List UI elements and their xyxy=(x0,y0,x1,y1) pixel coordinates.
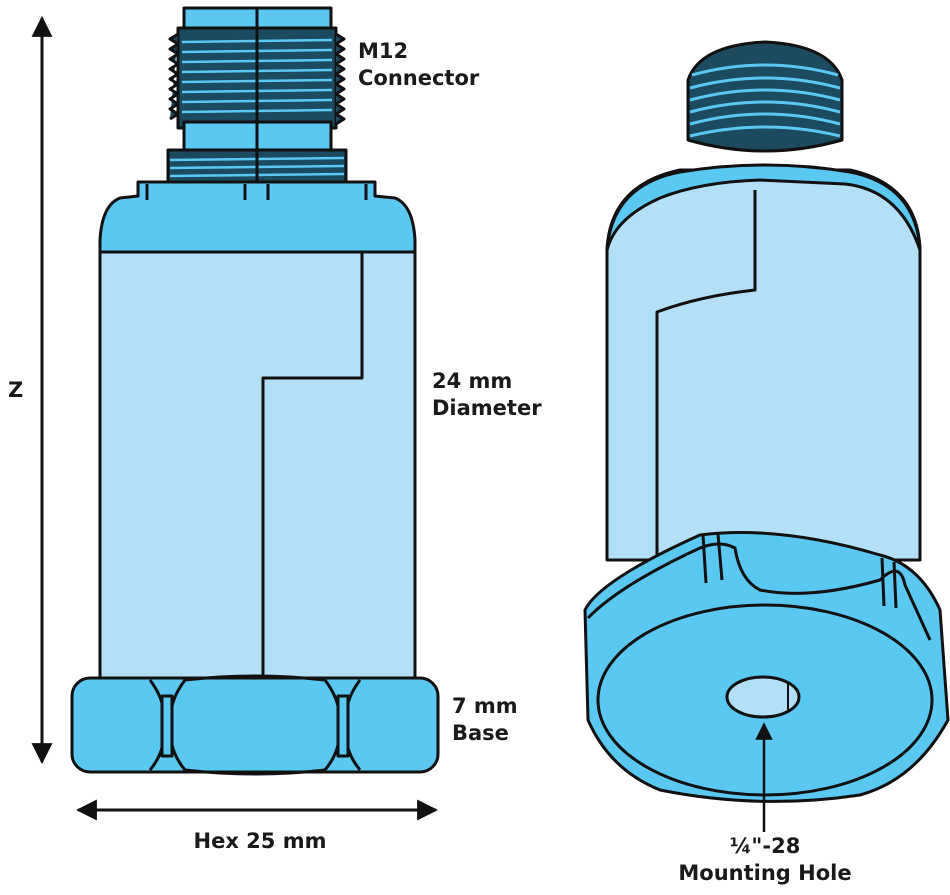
label-diameter: 24 mm Diameter xyxy=(432,368,542,422)
label-m12-connector: M12 Connector xyxy=(358,38,479,92)
perspective-body xyxy=(605,168,922,562)
label-z-axis: Z xyxy=(8,377,23,404)
front-view-sensor xyxy=(70,6,440,776)
label-hex-size: Hex 25 mm xyxy=(150,828,370,855)
label-base-height: 7 mm Base xyxy=(452,693,518,747)
perspective-hex-base xyxy=(583,531,950,803)
perspective-view-sensor xyxy=(583,40,950,803)
label-line: Diameter xyxy=(432,396,542,420)
label-line: Z xyxy=(8,378,24,402)
label-line: Base xyxy=(452,721,509,745)
label-line: 7 mm xyxy=(452,694,518,718)
label-line: ¼"-28 xyxy=(729,834,801,858)
hex-base xyxy=(70,674,440,776)
label-line: Mounting Hole xyxy=(678,861,852,885)
label-line: 24 mm xyxy=(432,369,513,393)
body-cylinder xyxy=(98,250,417,682)
label-line: M12 xyxy=(358,39,409,63)
label-mounting-hole: ¼"-28 Mounting Hole xyxy=(665,833,865,887)
label-line: Hex 25 mm xyxy=(193,829,327,853)
label-line: Connector xyxy=(358,66,480,90)
mounting-hole xyxy=(725,675,801,719)
perspective-connector-thread xyxy=(686,40,844,153)
